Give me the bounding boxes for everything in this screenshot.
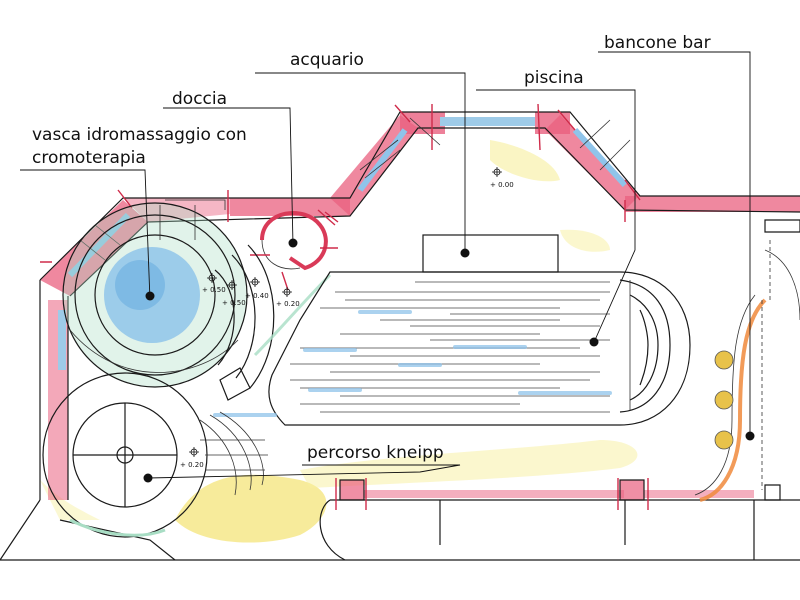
pool-water-wash [213, 310, 612, 417]
shower [250, 209, 338, 291]
pool [213, 271, 691, 426]
leader-lines [20, 51, 751, 479]
elevation-label: + 0.20 [180, 461, 204, 469]
wall-outlines [0, 111, 800, 561]
elevation-label: + 0.50 [222, 299, 246, 307]
label-vasca-line2: cromoterapia [32, 148, 146, 168]
kneipp-basin [42, 372, 268, 538]
label-vasca: vasca idromassaggio con [32, 125, 247, 145]
watercolor-washes [40, 140, 638, 543]
pool-water-lines [290, 281, 610, 413]
label-percorso-kneipp: percorso kneipp [307, 443, 444, 463]
hatch-lines [79, 117, 631, 261]
elevation-label: + 0.40 [245, 292, 269, 300]
bar-stool [714, 350, 734, 370]
aquarium-block [422, 234, 559, 273]
label-bancone-bar: bancone bar [604, 33, 711, 53]
leader-dots [143, 238, 755, 483]
label-piscina: piscina [524, 68, 584, 88]
wall-ticks [40, 103, 649, 510]
elevation-label: + 0.50 [202, 286, 226, 294]
elevation-markers: + 0.50 + 0.50 + 0.40 + 0.20 + 0.00 + 0.2… [180, 167, 514, 469]
bar-stool [714, 430, 734, 450]
bar-counter [694, 240, 800, 502]
elevation-label: + 0.20 [276, 300, 300, 308]
bar-stool [714, 390, 734, 410]
label-acquario: acquario [290, 50, 364, 70]
elevation-label: + 0.00 [490, 181, 514, 189]
tub-steps [214, 244, 332, 401]
label-doccia: doccia [172, 89, 227, 109]
